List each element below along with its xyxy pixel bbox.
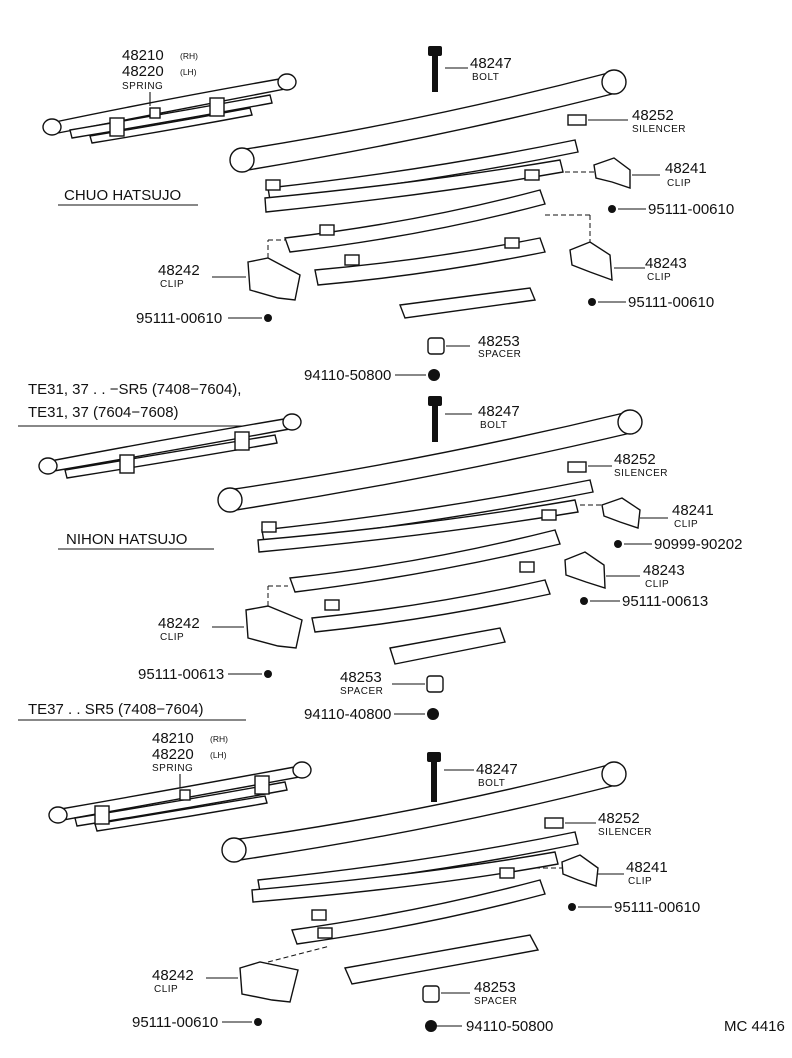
spacer-label: SPACER [478,349,521,360]
models-heading-2: TE31, 37 (7604−7608) [28,404,179,421]
clip-c-number: 48242 [152,967,194,984]
bolt-number: 48247 [478,403,520,420]
clip-b-number: 48243 [643,562,685,579]
screw-c-number: 95111-00610 [132,1014,218,1031]
clip-a-part [593,157,631,189]
clip-a-label: CLIP [628,876,652,887]
clip-a-label: CLIP [674,519,698,530]
silencer-part [567,461,587,473]
section-te37-sr5: TE37 . . SR5 (7408−7604) 48210 (RH) 4822… [18,701,700,1035]
spring-leaves [229,69,627,319]
screw-a-number: 90999-90202 [654,536,742,553]
screw-a-part [568,903,576,911]
clip-c-label: CLIP [154,984,178,995]
silencer-label: SILENCER [598,827,652,838]
clip-c-part [239,961,299,1003]
section-nihon-hatsujo: TE31, 37 . . −SR5 (7408−7604), TE31, 37 … [18,381,742,723]
clip-b-label: CLIP [647,272,671,283]
screw-c-part [264,314,272,322]
screw-a-part [608,205,616,213]
nut-part [425,1020,437,1032]
spring-assembly-thumbnail [48,761,312,832]
nut-number: 94110-50800 [466,1018,553,1035]
clip-a-part [561,854,599,887]
silencer-number: 48252 [598,810,640,827]
spring-rh-side: (RH) [180,51,198,61]
silencer-number: 48252 [632,107,674,124]
nut-number: 94110-50800 [304,367,391,384]
clip-a-number: 48241 [665,160,707,177]
bolt-number: 48247 [476,761,518,778]
screw-b-number: 95111-00613 [622,593,708,610]
manufacturer-heading: NIHON HATSUJO [66,531,187,548]
spacer-label: SPACER [340,686,383,697]
spacer-part [427,337,445,355]
silencer-label: SILENCER [632,124,686,135]
clip-c-number: 48242 [158,262,200,279]
models-heading: TE37 . . SR5 (7408−7604) [28,701,204,718]
nut-part [427,708,439,720]
bolt-number: 48247 [470,55,512,72]
screw-b-number: 95111-00610 [628,294,714,311]
clip-c-label: CLIP [160,632,184,643]
spring-assembly-thumbnail [38,413,302,479]
spacer-number: 48253 [474,979,516,996]
clip-a-part [601,497,641,529]
clip-c-part [245,605,303,649]
screw-a-number: 95111-00610 [614,899,700,916]
silencer-label: SILENCER [614,468,668,479]
bolt-part [428,396,442,442]
spring-assembly-thumbnail [42,73,297,144]
nut-part [428,369,440,381]
spring-leaves [217,409,643,665]
spacer-part [422,985,440,1003]
spring-lh-number: 48220 [122,63,164,80]
silencer-part [567,114,587,126]
bolt-label: BOLT [480,420,507,431]
spring-lh-side: (LH) [210,750,227,760]
clip-a-label: CLIP [667,178,691,189]
screw-c-number: 95111-00610 [136,310,222,327]
spacer-part [426,675,444,693]
clip-c-label: CLIP [160,279,184,290]
manufacturer-heading: CHUO HATSUJO [64,187,181,204]
screw-c-part [264,670,272,678]
clip-b-number: 48243 [645,255,687,272]
diagram-code: MC 4416 [724,1018,785,1035]
spring-rh-number: 48210 [122,47,164,64]
spacer-label: SPACER [474,996,517,1007]
bolt-part [428,46,442,92]
clip-a-number: 48241 [672,502,714,519]
spring-label: SPRING [152,763,193,774]
clip-b-label: CLIP [645,579,669,590]
nut-number: 94110-40800 [304,706,391,723]
bolt-label: BOLT [472,72,499,83]
bolt-label: BOLT [478,778,505,789]
screw-c-number: 95111-00613 [138,666,224,683]
models-heading: TE31, 37 . . −SR5 (7408−7604), [28,381,241,398]
silencer-number: 48252 [614,451,656,468]
spring-rh-side: (RH) [210,734,228,744]
clip-c-part [247,257,301,301]
spacer-number: 48253 [340,669,382,686]
screw-b-part [588,298,596,306]
screw-a-part [614,540,622,548]
spring-label: SPRING [122,81,163,92]
spring-lh-number: 48220 [152,746,194,763]
section-chuo-hatsujo: 48210 (RH) 48220 (LH) SPRING CHUO HATSUJ… [42,46,734,384]
clip-b-part [564,551,606,589]
clip-a-number: 48241 [626,859,668,876]
bolt-part [427,752,441,802]
clip-c-number: 48242 [158,615,200,632]
screw-a-number: 95111-00610 [648,201,734,218]
screw-b-part [580,597,588,605]
spring-lh-side: (LH) [180,67,197,77]
clip-b-part [569,241,613,282]
spring-leaves [221,761,627,985]
spacer-number: 48253 [478,333,520,350]
screw-c-part [254,1018,262,1026]
spring-rh-number: 48210 [152,730,194,747]
